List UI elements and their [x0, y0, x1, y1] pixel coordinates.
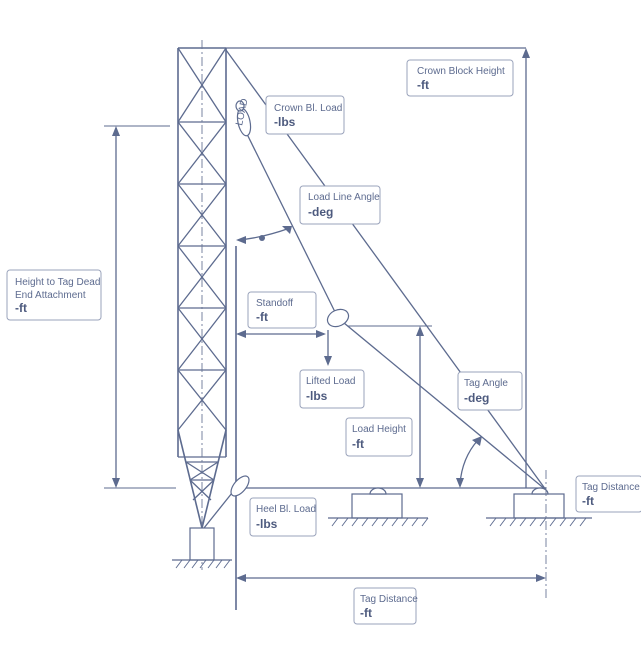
height-to-tag-value: -ft: [15, 301, 27, 315]
height-to-tag-title-line1: Height to Tag Dead: [15, 277, 100, 288]
tag-angle-title: Tag Angle: [464, 378, 508, 389]
lifted-load-title: Lifted Load: [306, 376, 356, 387]
load-line-angle-title: Load Line Angle: [308, 192, 380, 203]
dimension-lines: [104, 48, 546, 582]
tag-distance-right-value: -ft: [582, 494, 594, 508]
lifted-load-icon: [326, 308, 350, 328]
label-crown-block-load: Crown Bl. Load -lbs: [265, 95, 345, 135]
crown-block-height-value: -ft: [417, 78, 429, 92]
heel-block-load-value: -lbs: [256, 517, 278, 531]
label-crown-block-height: Crown Block Height -ft: [406, 59, 514, 97]
crown-block-icon: LOAD: [234, 98, 252, 137]
label-tag-distance-bottom: Tag Distance -ft: [353, 587, 418, 625]
label-standoff: Standoff -ft: [247, 291, 317, 329]
tag-distance-right-title: Tag Distance: [582, 482, 640, 493]
gin-pole-mast: [177, 40, 227, 570]
load-line-angle-value: -deg: [308, 205, 333, 219]
tag-angle-value: -deg: [464, 391, 489, 405]
label-load-line-angle: Load Line Angle -deg: [299, 185, 381, 225]
label-lifted-load: Lifted Load -lbs: [299, 369, 365, 409]
label-load-height: Load Height -ft: [345, 417, 413, 457]
rigging-lines: [203, 47, 547, 529]
heel-block-load-title: Heel Bl. Load: [256, 504, 316, 515]
label-tag-angle: Tag Angle -deg: [457, 371, 523, 411]
crown-block-load-title: Crown Bl. Load: [274, 103, 342, 114]
crown-block-height-title: Crown Block Height: [417, 66, 505, 77]
standoff-value: -ft: [256, 310, 268, 324]
height-to-tag-title-line2: End Attachment: [15, 290, 86, 301]
load-ground-block: [328, 487, 429, 527]
tag-distance-bottom-title: Tag Distance: [360, 594, 418, 605]
lifted-load-value: -lbs: [306, 389, 328, 403]
label-height-to-tag: Height to Tag Dead End Attachment -ft: [6, 269, 102, 321]
standoff-title: Standoff: [256, 298, 293, 309]
crown-block-load-value: -lbs: [274, 115, 296, 129]
heel-block-icon: [230, 475, 250, 497]
label-heel-block-load: Heel Bl. Load -lbs: [249, 497, 317, 537]
load-height-title: Load Height: [352, 424, 406, 435]
label-tag-distance-right: Tag Distance -ft: [575, 475, 641, 513]
load-height-value: -ft: [352, 437, 364, 451]
tag-distance-bottom-value: -ft: [360, 606, 372, 620]
mast-foundation: [172, 527, 232, 569]
tag-ground-block: [486, 470, 592, 600]
